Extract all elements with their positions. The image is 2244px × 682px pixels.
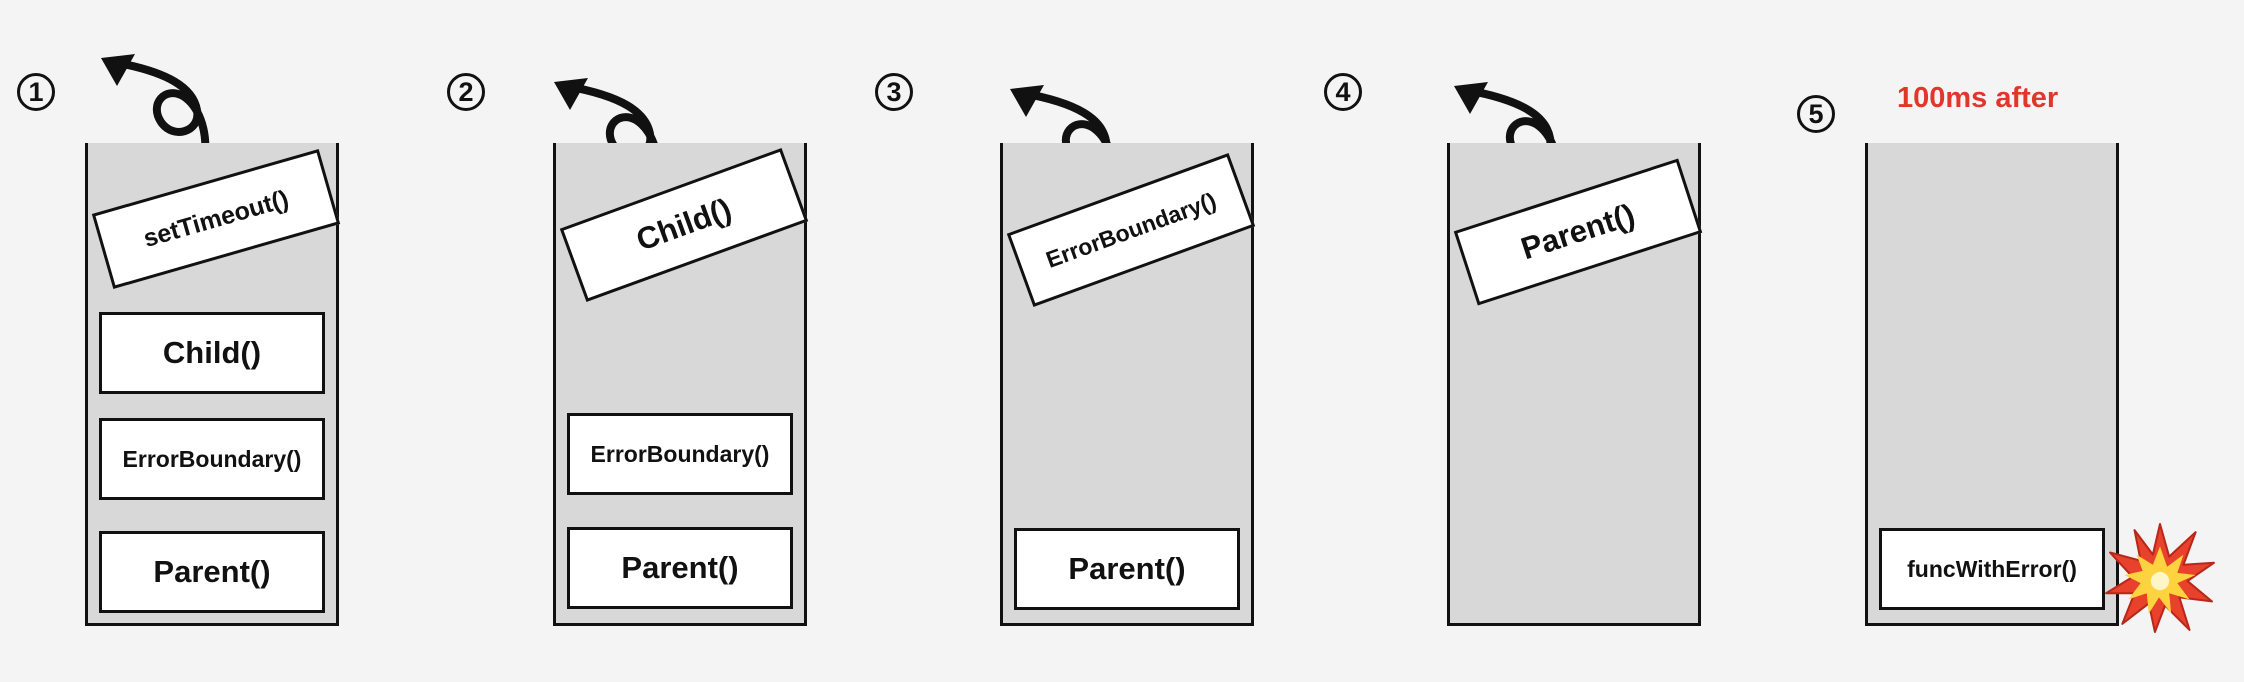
curly-arrow-icon: [101, 54, 210, 158]
stack-frame: Parent(): [1014, 528, 1240, 610]
stack-frame: ErrorBoundary(): [99, 418, 325, 500]
call-stack-2: Child() ErrorBoundary() Parent(): [553, 143, 809, 626]
stack-frame: Parent(): [99, 531, 325, 613]
step-number-3: 3: [875, 73, 913, 111]
popping-frame: setTimeout(): [91, 148, 341, 290]
step-number-5: 5: [1797, 95, 1835, 133]
step-number-1: 1: [17, 73, 55, 111]
call-stack-5: funcWithError(): [1865, 143, 2119, 626]
call-stack-4: Parent(): [1447, 143, 1703, 626]
stack-frame: Parent(): [567, 527, 793, 609]
step-number-4: 4: [1324, 73, 1362, 111]
step-number-2: 2: [447, 73, 485, 111]
call-stack-3: ErrorBoundary() Parent(): [1000, 143, 1256, 626]
stack-frame: funcWithError(): [1879, 528, 2105, 610]
popping-frame: Parent(): [1453, 158, 1703, 306]
popping-frame: Child(): [559, 147, 809, 303]
stack-frame: ErrorBoundary(): [567, 413, 793, 495]
stack-frame: Child(): [99, 312, 325, 394]
delay-caption: 100ms after: [1897, 82, 2059, 114]
popping-frame: ErrorBoundary(): [1006, 152, 1256, 308]
call-stack-1: setTimeout() Child() ErrorBoundary() Par…: [85, 143, 341, 626]
explosion-icon: [2105, 523, 2215, 633]
